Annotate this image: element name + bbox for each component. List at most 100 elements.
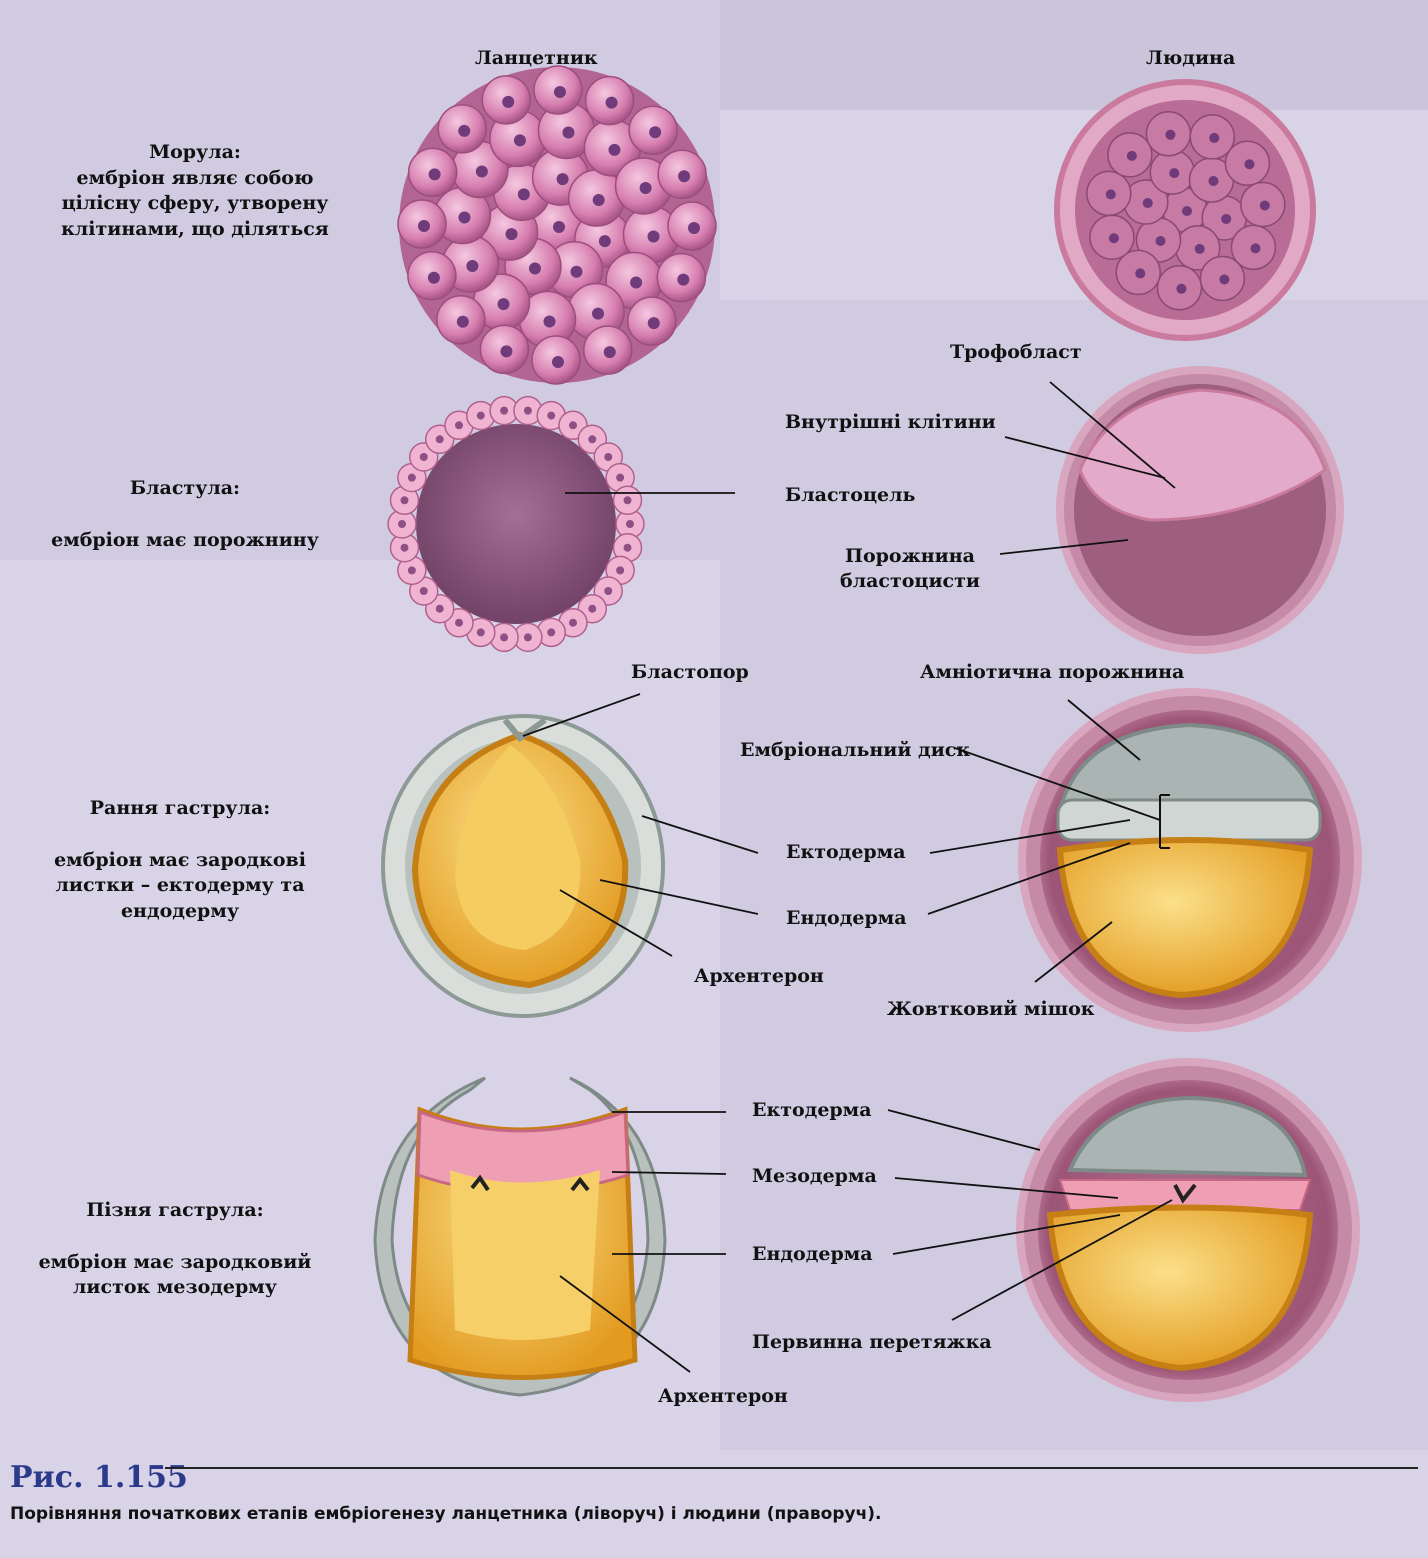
cell-nucleus bbox=[455, 421, 463, 430]
lancelet-late-gastrula bbox=[373, 1076, 667, 1397]
stage-desc-line: ембріон являє собою bbox=[76, 166, 314, 189]
cell-nucleus bbox=[649, 126, 662, 139]
cell-nucleus bbox=[500, 345, 513, 358]
cell-nucleus bbox=[523, 406, 532, 415]
cell-nucleus bbox=[647, 317, 660, 330]
stage-desc-line: листок мезодерму bbox=[73, 1276, 277, 1299]
cell-nucleus bbox=[1244, 159, 1255, 170]
cell-nucleus bbox=[605, 96, 618, 109]
cell-nucleus bbox=[502, 95, 515, 108]
cell-nucleus bbox=[630, 276, 643, 289]
label-amniotic-cavity: Амніотична порожнина bbox=[920, 661, 1185, 683]
human-late-gastrula bbox=[1016, 1058, 1360, 1402]
stage-desc-line: ембріон має зародковий bbox=[38, 1250, 312, 1273]
cell-nucleus bbox=[1259, 200, 1270, 211]
cell-nucleus bbox=[1182, 206, 1192, 216]
cell-nucleus bbox=[400, 496, 409, 505]
cell-nucleus bbox=[466, 260, 479, 273]
human-blastocyst bbox=[1056, 366, 1344, 654]
cell-nucleus bbox=[677, 273, 690, 286]
figure-number: Рис. 1.155 bbox=[10, 1460, 188, 1495]
label-archenteron-early: Архентерон bbox=[694, 965, 824, 987]
cell-nucleus bbox=[528, 262, 541, 275]
cell-nucleus bbox=[569, 618, 577, 627]
cell-nucleus bbox=[588, 604, 597, 613]
cell-nucleus bbox=[418, 220, 431, 233]
cell-nucleus bbox=[1108, 233, 1119, 244]
cell-nucleus bbox=[1194, 243, 1205, 254]
column-heading-lancelet: Ланцетник bbox=[475, 47, 598, 69]
cell-nucleus bbox=[570, 265, 583, 278]
stage-desc-line: ембріон має зародкові bbox=[54, 848, 306, 871]
cell-nucleus bbox=[616, 473, 625, 482]
cell-nucleus bbox=[1221, 213, 1232, 224]
cell-nucleus bbox=[1105, 189, 1116, 200]
label-trophoblast: Трофобласт bbox=[950, 341, 1082, 363]
lancelet-blastula bbox=[387, 395, 645, 653]
cell-nucleus bbox=[419, 587, 428, 596]
cell-nucleus bbox=[553, 86, 566, 99]
cell-nucleus bbox=[598, 235, 611, 248]
cell-nucleus bbox=[603, 346, 616, 359]
label-inner-cells: Внутрішні клітини bbox=[785, 411, 996, 433]
pointer-lines bbox=[522, 381, 1176, 1373]
morula-cells bbox=[397, 65, 717, 385]
cell-nucleus bbox=[623, 496, 632, 505]
label-line: бластоцисти bbox=[840, 569, 980, 592]
cell-nucleus bbox=[687, 221, 700, 234]
stage-title: Пізня гаструла: bbox=[86, 1199, 264, 1221]
cell-nucleus bbox=[475, 165, 488, 178]
cell-nucleus bbox=[455, 618, 463, 627]
cell-nucleus bbox=[552, 355, 565, 368]
cell-nucleus bbox=[1208, 176, 1219, 187]
stage-desc-line: цілісну сферу, утворену bbox=[61, 192, 329, 215]
cell-nucleus bbox=[626, 520, 634, 528]
cell-nucleus bbox=[616, 566, 625, 575]
cell-nucleus bbox=[407, 473, 416, 482]
cell-nucleus bbox=[497, 298, 510, 311]
cell-nucleus bbox=[678, 170, 691, 183]
human-morula-cells bbox=[1086, 111, 1286, 311]
cell-nucleus bbox=[398, 520, 406, 528]
stage-early-gastrula: Рання гаструла: ембріон має зародкові ли… bbox=[20, 796, 340, 925]
cell-nucleus bbox=[428, 168, 441, 181]
label-blastocyst-cavity: Порожнина бластоцисти bbox=[820, 544, 1000, 593]
label-blastocoel: Бластоцель bbox=[785, 484, 916, 506]
cell-nucleus bbox=[435, 435, 444, 444]
cell-nucleus bbox=[400, 543, 409, 552]
cell-nucleus bbox=[1135, 268, 1146, 279]
cell-nucleus bbox=[639, 181, 652, 194]
label-endoderm-late: Ендодерма bbox=[752, 1243, 873, 1265]
cell-nucleus bbox=[1165, 129, 1176, 140]
label-endoderm-early: Ендодерма bbox=[786, 907, 907, 929]
cell-nucleus bbox=[419, 452, 428, 461]
cell-nucleus bbox=[562, 126, 575, 139]
human-morula bbox=[1054, 79, 1316, 341]
label-primitive-streak: Первинна перетяжка bbox=[752, 1331, 992, 1353]
label-archenteron-late: Архентерон bbox=[658, 1385, 788, 1407]
cell-nucleus bbox=[1209, 132, 1220, 143]
cell-nucleus bbox=[476, 411, 485, 420]
cell-nucleus bbox=[1142, 198, 1153, 209]
cell-nucleus bbox=[1176, 283, 1187, 294]
cell-nucleus bbox=[505, 228, 518, 241]
cell-nucleus bbox=[456, 315, 469, 328]
cell-nucleus bbox=[517, 188, 530, 201]
cell-nucleus bbox=[407, 566, 416, 575]
cell-nucleus bbox=[592, 193, 605, 206]
label-mesoderm: Мезодерма bbox=[752, 1165, 877, 1187]
cell-nucleus bbox=[1169, 168, 1180, 179]
figure-rule bbox=[165, 1467, 1418, 1469]
cell-nucleus bbox=[476, 628, 485, 637]
cell-nucleus bbox=[569, 421, 577, 430]
cell-nucleus bbox=[592, 307, 605, 320]
cell-nucleus bbox=[547, 411, 556, 420]
label-ectoderm-early: Ектодерма bbox=[786, 841, 906, 863]
cell-nucleus bbox=[604, 452, 613, 461]
column-heading-human: Людина bbox=[1146, 47, 1236, 69]
cell-nucleus bbox=[1219, 274, 1230, 285]
cell-nucleus bbox=[588, 435, 597, 444]
cell-nucleus bbox=[500, 633, 509, 642]
cell-nucleus bbox=[604, 587, 613, 596]
cell-nucleus bbox=[543, 315, 556, 328]
